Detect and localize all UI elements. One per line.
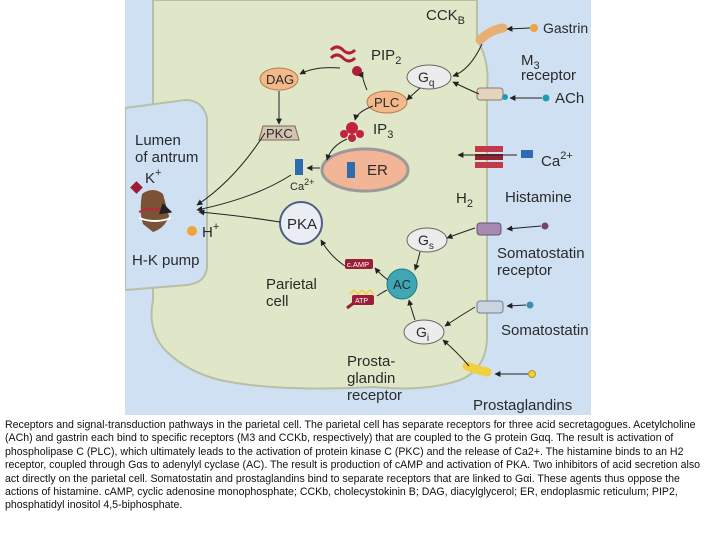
- prostaglandin-receptor: Prosta- glandin receptor: [347, 353, 492, 404]
- gastrin-label: Gastrin: [543, 20, 588, 36]
- svg-text:IP3: IP3: [373, 121, 393, 141]
- pathway-arrows: [196, 43, 483, 367]
- svg-text:Prosta-: Prosta-: [347, 353, 395, 370]
- calcium-channel: [475, 146, 503, 168]
- calcium-internal-label: Ca2+: [290, 177, 314, 193]
- atp-molecule: ATP: [346, 288, 375, 310]
- somatostatin-label: Somatostatin: [501, 322, 589, 339]
- svg-text:receptor: receptor: [347, 387, 402, 404]
- svg-text:ATP: ATP: [355, 298, 368, 305]
- svg-text:PIP2: PIP2: [371, 47, 401, 67]
- potassium-label: K+: [145, 167, 161, 187]
- gq-label: Gq: [418, 69, 434, 89]
- calcium-ion-external: [521, 150, 533, 158]
- histamine-dot: [541, 222, 549, 230]
- parietal-label-line2: cell: [266, 293, 289, 310]
- pkc-label: PKC: [266, 126, 293, 141]
- lumen-label-line1: Lumen: [135, 132, 181, 149]
- gq-protein: [406, 64, 452, 90]
- gs-label: Gs: [418, 232, 434, 252]
- signal-transduction-diagram: CCKB Gastrin M3 receptor ACh Ca2+ H2 His…: [125, 0, 591, 415]
- svg-text:receptor: receptor: [521, 67, 576, 84]
- pka-enzyme: [279, 201, 323, 245]
- plc-enzyme: [366, 90, 408, 114]
- ip3-molecule: IP3: [340, 121, 393, 142]
- plc-label: PLC: [374, 95, 399, 110]
- gastrin-dot: [530, 24, 538, 32]
- hk-pump: [138, 190, 173, 232]
- svg-text:H2: H2: [456, 190, 473, 210]
- svg-text:receptor: receptor: [497, 262, 552, 279]
- pump-label: H-K pump: [132, 252, 200, 269]
- er-label: ER: [367, 162, 388, 179]
- somatostatin-receptor: Somatostatin receptor: [476, 245, 585, 314]
- svg-text:glandin: glandin: [347, 370, 395, 387]
- svg-text:CCKB: CCKB: [426, 7, 465, 27]
- calcium-label: Ca2+: [541, 150, 573, 170]
- prostaglandins-label: Prostaglandins: [473, 397, 572, 414]
- lumen-label-line2: of antrum: [135, 149, 198, 166]
- camp-label: c.AMP: [347, 260, 369, 269]
- pip2-molecule: PIP2: [329, 45, 401, 76]
- hydrogen-label: H+: [202, 221, 219, 241]
- histamine-label: Histamine: [505, 189, 572, 206]
- ach-label: ACh: [555, 90, 584, 107]
- endoplasmic-reticulum: [320, 147, 410, 193]
- cckb-receptor: CCKB: [426, 7, 508, 45]
- ac-label: AC: [393, 277, 411, 292]
- lumen-of-antrum: [125, 98, 208, 292]
- calcium-ion-internal: [295, 159, 303, 175]
- calcium-ion-er: [347, 162, 355, 178]
- pka-label: PKA: [287, 216, 317, 233]
- hydrogen-ion: [187, 226, 197, 236]
- svg-text:Somatostatin: Somatostatin: [497, 245, 585, 262]
- h2-receptor: H2: [456, 190, 502, 236]
- ach-dot: [542, 94, 550, 102]
- somatostatin-dot: [526, 301, 534, 309]
- parietal-label-line1: Parietal: [266, 276, 317, 293]
- gs-protein: [406, 227, 448, 253]
- figure-caption: Receptors and signal-transduction pathwa…: [5, 419, 701, 512]
- ac-enzyme: [386, 268, 418, 300]
- dag-molecule: [259, 67, 299, 91]
- camp-molecule: [345, 259, 373, 269]
- gi-protein: [403, 319, 445, 345]
- ach-bound-dot: [502, 94, 508, 100]
- potassium-ion: [130, 181, 143, 194]
- prostaglandin-dot: [528, 370, 536, 378]
- gi-label: Gi: [416, 324, 429, 344]
- m3-receptor: M3 receptor: [476, 52, 576, 101]
- dag-label: DAG: [266, 72, 294, 87]
- svg-text:M3: M3: [521, 52, 540, 72]
- pkc-enzyme: [258, 125, 300, 141]
